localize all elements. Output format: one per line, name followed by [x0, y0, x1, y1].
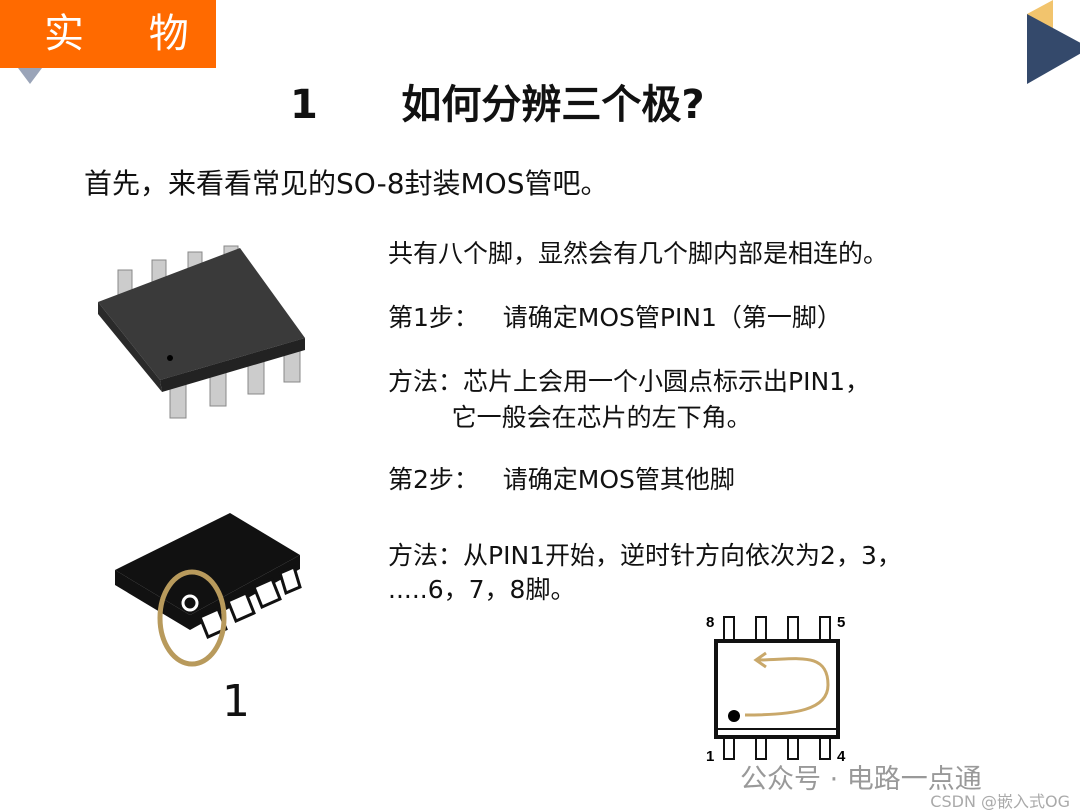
watermark: 公众号 · 电路一点通: [740, 764, 982, 795]
corner-arrow-icon: [1027, 0, 1080, 84]
method2: 方法：从PIN1开始，逆时针方向依次为2，3，: [388, 541, 902, 570]
section-tag: 实 物: [0, 0, 216, 68]
paragraph: 共有八个脚，显然会有几个脚内部是相连的。: [388, 239, 889, 268]
pin1-diagram-label: 1: [706, 748, 714, 765]
method1-cont: 它一般会在芯片的左下角。: [388, 403, 752, 432]
subtitle: 首先，来看看常见的SO-8封装MOS管吧。: [84, 167, 609, 200]
page-title: 1 如何分辨三个极?: [290, 82, 705, 128]
pin8-label: 8: [706, 614, 714, 631]
chip-photo: [98, 245, 305, 419]
pin4-label: 4: [837, 748, 846, 765]
step1: 第1步： 请确定MOS管PIN1（第一脚）: [388, 303, 842, 332]
method2-cont: .....6，7，8脚。: [388, 575, 576, 604]
pinout-diagram: 8 5 1 4: [706, 614, 846, 765]
pin5-label: 5: [837, 614, 845, 631]
watermark-csdn: CSDN @嵌入式OG: [930, 792, 1070, 811]
step2: 第2步： 请确定MOS管其他脚: [388, 465, 735, 494]
chip-drawing: [115, 513, 302, 667]
tag-pointer: [18, 68, 42, 84]
method1: 方法：芯片上会用一个小圆点标示出PIN1，: [388, 367, 871, 396]
pin1-label: 1: [222, 676, 250, 727]
